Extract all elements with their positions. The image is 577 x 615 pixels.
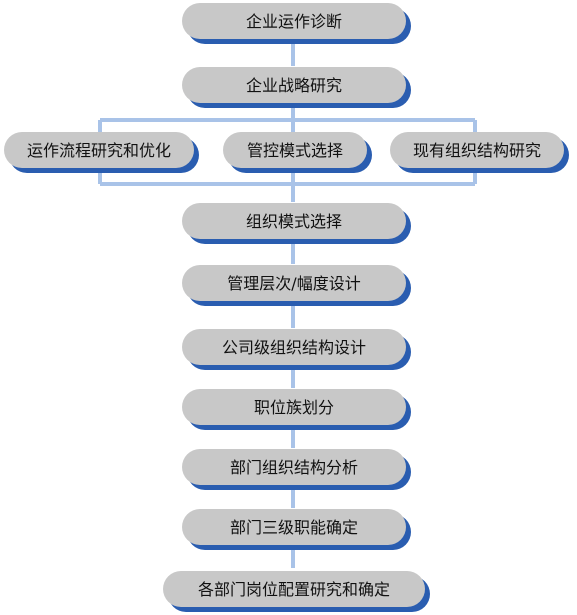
node-label: 部门三级职能确定	[230, 518, 358, 537]
node-label: 部门组织结构分析	[230, 458, 358, 477]
node-pill	[182, 509, 406, 545]
node-label: 企业运作诊断	[246, 12, 342, 31]
node-pill	[182, 389, 406, 425]
node-strategy-research: 企业战略研究	[182, 67, 411, 108]
node-process-research: 运作流程研究和优化	[4, 132, 199, 173]
node-pill	[390, 132, 564, 168]
node-pill	[182, 203, 406, 239]
node-pill	[223, 132, 367, 168]
node-label: 组织模式选择	[246, 212, 342, 231]
node-pill	[182, 3, 406, 39]
node-pill	[182, 449, 406, 485]
node-pill	[163, 571, 425, 607]
node-org-mode: 组织模式选择	[182, 203, 411, 244]
node-label: 管控模式选择	[247, 141, 343, 160]
node-label: 职位族划分	[254, 398, 334, 417]
node-dept-structure: 部门组织结构分析	[182, 449, 411, 490]
node-job-family: 职位族划分	[182, 389, 411, 430]
node-pill	[182, 329, 406, 365]
node-label: 公司级组织结构设计	[222, 338, 366, 357]
node-current-structure: 现有组织结构研究	[390, 132, 569, 173]
node-label: 现有组织结构研究	[413, 141, 541, 160]
node-business-diagnosis: 企业运作诊断	[182, 3, 411, 44]
node-label: 管理层次/幅度设计	[227, 274, 360, 293]
node-company-structure: 公司级组织结构设计	[182, 329, 411, 370]
node-label: 各部门岗位配置研究和确定	[198, 580, 390, 599]
node-pill	[4, 132, 194, 168]
node-control-mode: 管控模式选择	[223, 132, 372, 173]
node-post-config: 各部门岗位配置研究和确定	[163, 571, 430, 612]
node-pill	[182, 265, 406, 301]
node-pill	[182, 67, 406, 103]
node-label: 企业战略研究	[246, 76, 342, 95]
node-management-levels: 管理层次/幅度设计	[182, 265, 411, 306]
node-label: 运作流程研究和优化	[27, 141, 171, 160]
node-dept-functions: 部门三级职能确定	[182, 509, 411, 550]
